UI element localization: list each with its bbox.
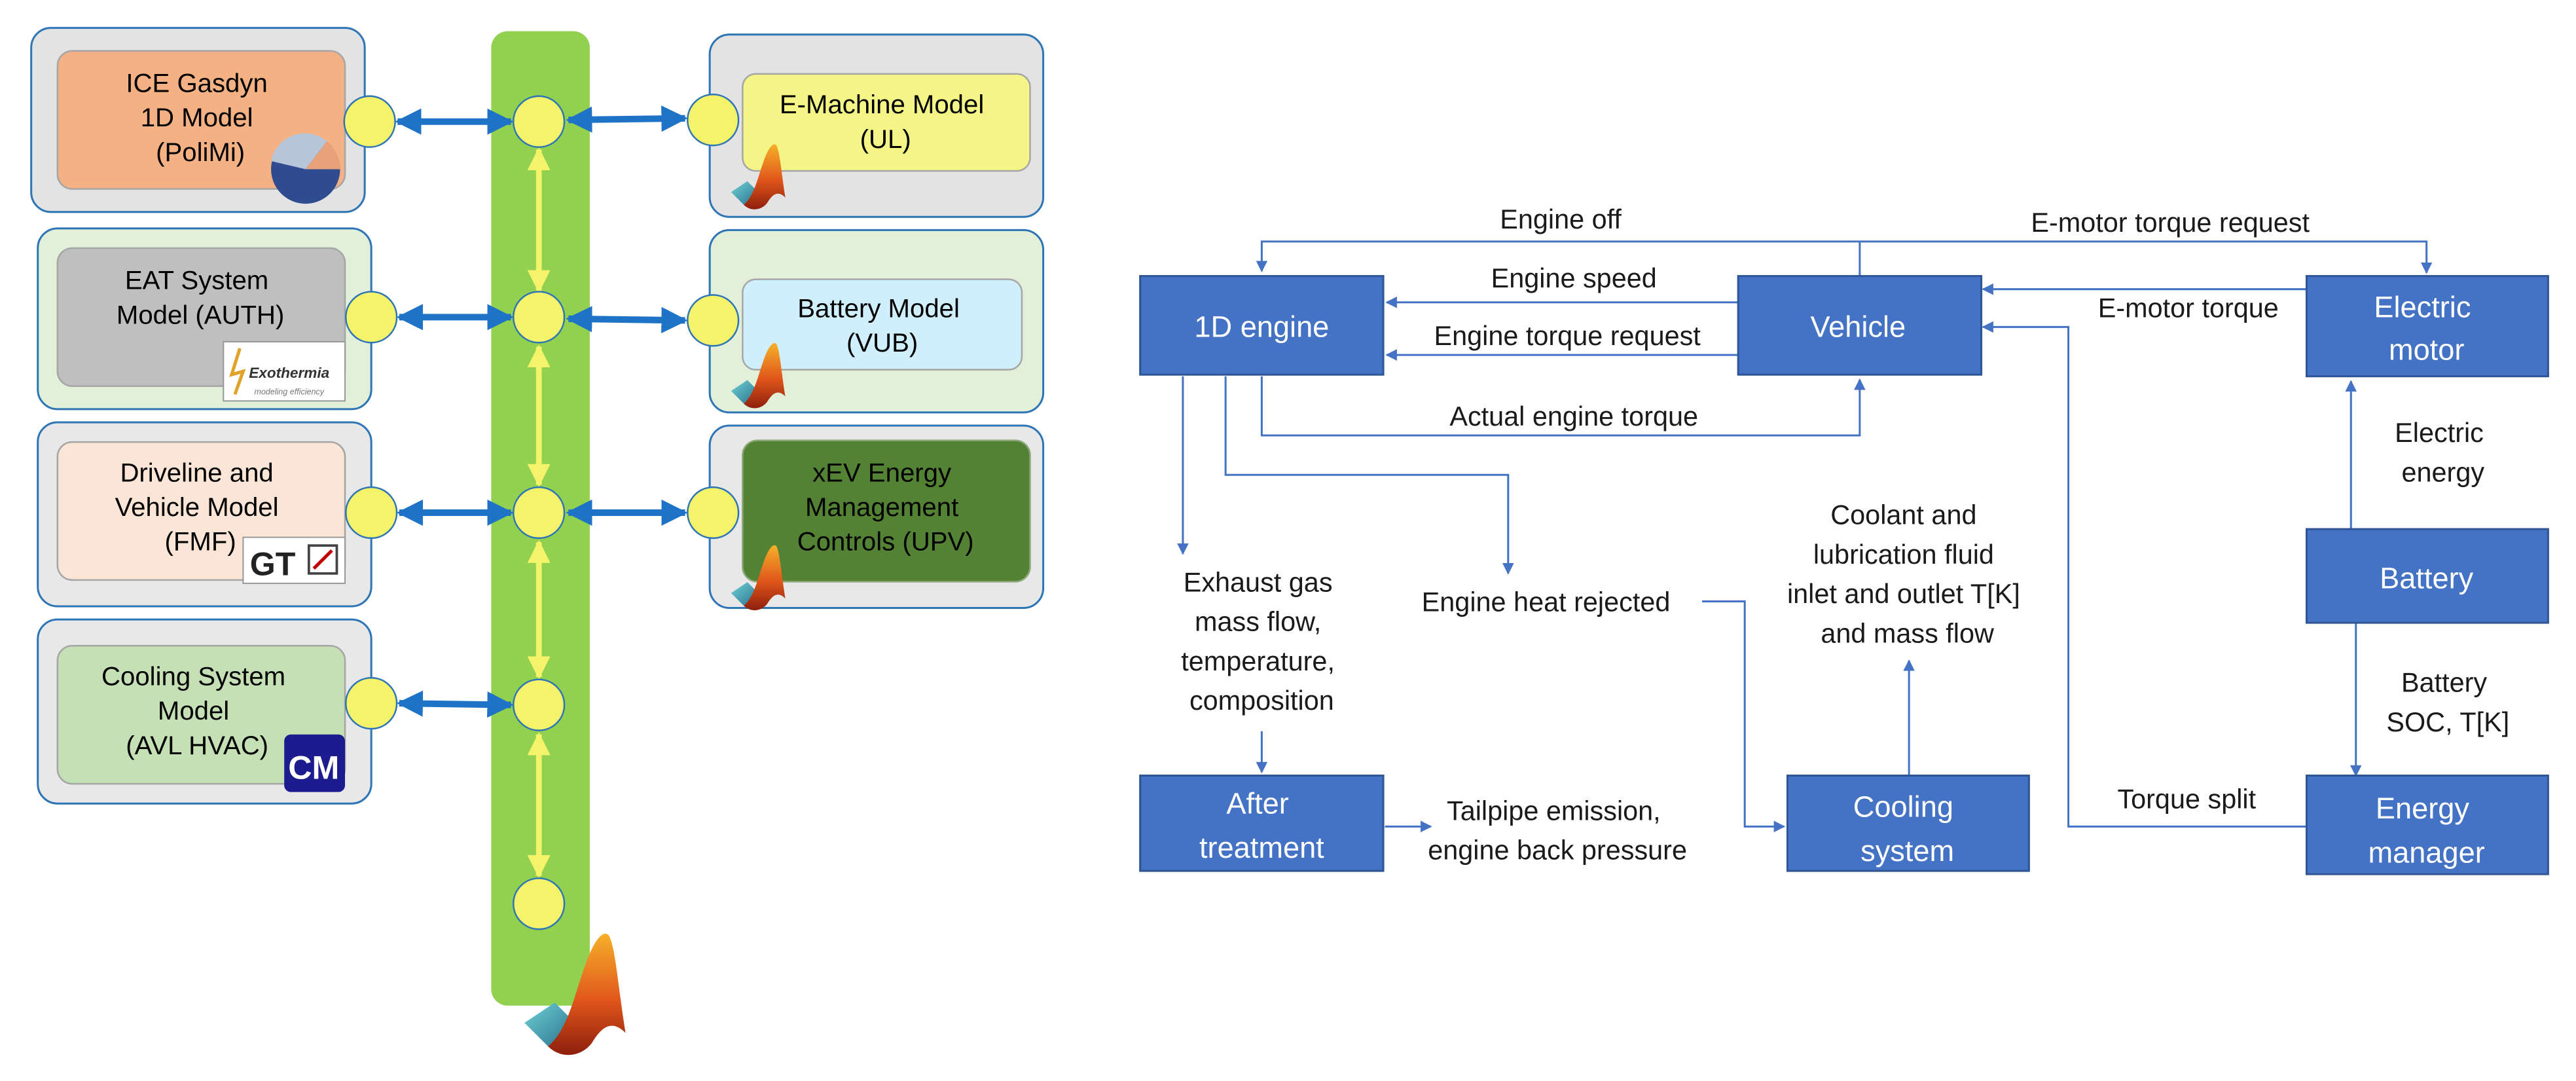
label-engine-speed: Engine speed: [1491, 263, 1657, 293]
port-cooling: [345, 676, 398, 730]
label-torque-split: Torque split: [2117, 784, 2256, 815]
bus-node-3: [512, 486, 566, 540]
block-cooling-system: [1786, 775, 2030, 872]
link-cooling-bus: [396, 690, 514, 718]
polimi-gasdyn-logo-icon: [271, 133, 340, 204]
conn-emotor-torque-request: [1859, 240, 2433, 274]
xev-model-label: xEV Energy Management Controls (UPV): [797, 458, 974, 556]
conn-heat-output: [1224, 376, 1514, 575]
port-circles: [343, 94, 740, 930]
conn-engine-off: [1256, 240, 1861, 276]
label-engine-heat-rejected: Engine heat rejected: [1422, 587, 1671, 617]
block-1d-engine: [1139, 275, 1385, 376]
emachine-model-box: [742, 73, 1031, 172]
eat-model-label: EAT System Model (AUTH): [117, 266, 284, 330]
exothermia-logo-icon: Exothermia modeling efficiency: [223, 340, 346, 402]
link-bus-battery: [566, 306, 688, 333]
battery-model-label: Battery Model (VUB): [797, 293, 967, 357]
block-1d-engine-label: 1D engine: [1194, 310, 1329, 343]
label-coolant: Coolant and lubrication fluid inlet and …: [1787, 500, 2027, 649]
port-emachine: [687, 94, 740, 147]
bus-node-2: [512, 291, 566, 344]
port-battery: [687, 294, 740, 347]
block-battery-label: Battery: [2380, 561, 2473, 595]
bus-node-1: [512, 95, 566, 148]
cruise-m-logo-icon: CM: [284, 734, 346, 792]
svg-text:GT: GT: [250, 545, 296, 582]
label-emotor-torque: E-motor torque: [2098, 293, 2279, 323]
label-engine-torque-request: Engine torque request: [1434, 321, 1701, 351]
block-electric-motor: [2305, 275, 2549, 378]
port-ice: [343, 95, 396, 148]
block-after-treatment: [1139, 775, 1385, 872]
svg-text:Exothermia: Exothermia: [249, 365, 329, 381]
cooling-model-label: Cooling System Model (AVL HVAC): [101, 662, 293, 760]
link-bus-emachine: [566, 105, 688, 133]
block-after-treatment-label: After treatment: [1199, 786, 1324, 864]
block-cooling-system-label: Cooling system: [1853, 790, 1962, 868]
label-exhaust: Exhaust gas mass flow, temperature, comp…: [1181, 567, 1342, 716]
emachine-model-label: E-Machine Model (UL): [780, 90, 992, 154]
bus-node-5: [512, 877, 566, 930]
label-actual-engine-torque: Actual engine torque: [1449, 401, 1698, 431]
cosim-panel: ICE Gasdyn 1D Model (PoliMi) EAT System …: [30, 27, 1045, 1055]
cooling-model-box: [56, 645, 346, 785]
block-energy-manager: [2305, 775, 2549, 875]
flow-diagram: 1D engine Vehicle Electric motor Battery…: [1139, 204, 2549, 875]
label-tailpipe: Tailpipe emission, engine back pressure: [1428, 796, 1687, 865]
bus-node-4: [512, 678, 566, 731]
port-xev: [687, 486, 740, 540]
svg-text:CM: CM: [288, 750, 339, 786]
svg-text:modeling efficiency: modeling efficiency: [254, 387, 324, 396]
conn-torque-split: [1982, 321, 2307, 828]
block-vehicle-label: Vehicle: [1811, 310, 1906, 343]
port-eat: [345, 291, 398, 344]
port-driveline: [345, 486, 398, 540]
block-energy-manager-label: Energy manager: [2368, 792, 2485, 870]
label-electric-energy: Electric energy: [2395, 418, 2491, 487]
label-battery-soc: Battery SOC, T[K]: [2386, 668, 2509, 737]
ice-model-label: ICE Gasdyn 1D Model (PoliMi): [126, 69, 275, 167]
conn-actual-engine-torque: [1260, 376, 1866, 437]
block-battery: [2305, 528, 2549, 624]
gt-suite-logo-icon: GT: [242, 536, 346, 584]
battery-model-box: [742, 278, 1023, 371]
label-emotor-torque-request: E-motor torque request: [2031, 208, 2310, 238]
driveline-model-label: Driveline and Vehicle Model (FMF): [115, 458, 286, 556]
label-engine-off: Engine off: [1500, 204, 1622, 234]
block-electric-motor-label: Electric motor: [2374, 290, 2479, 366]
block-vehicle: [1737, 275, 1983, 376]
conn-heat-to-cooling: [1701, 600, 1786, 833]
xev-model-box: [742, 439, 1031, 583]
